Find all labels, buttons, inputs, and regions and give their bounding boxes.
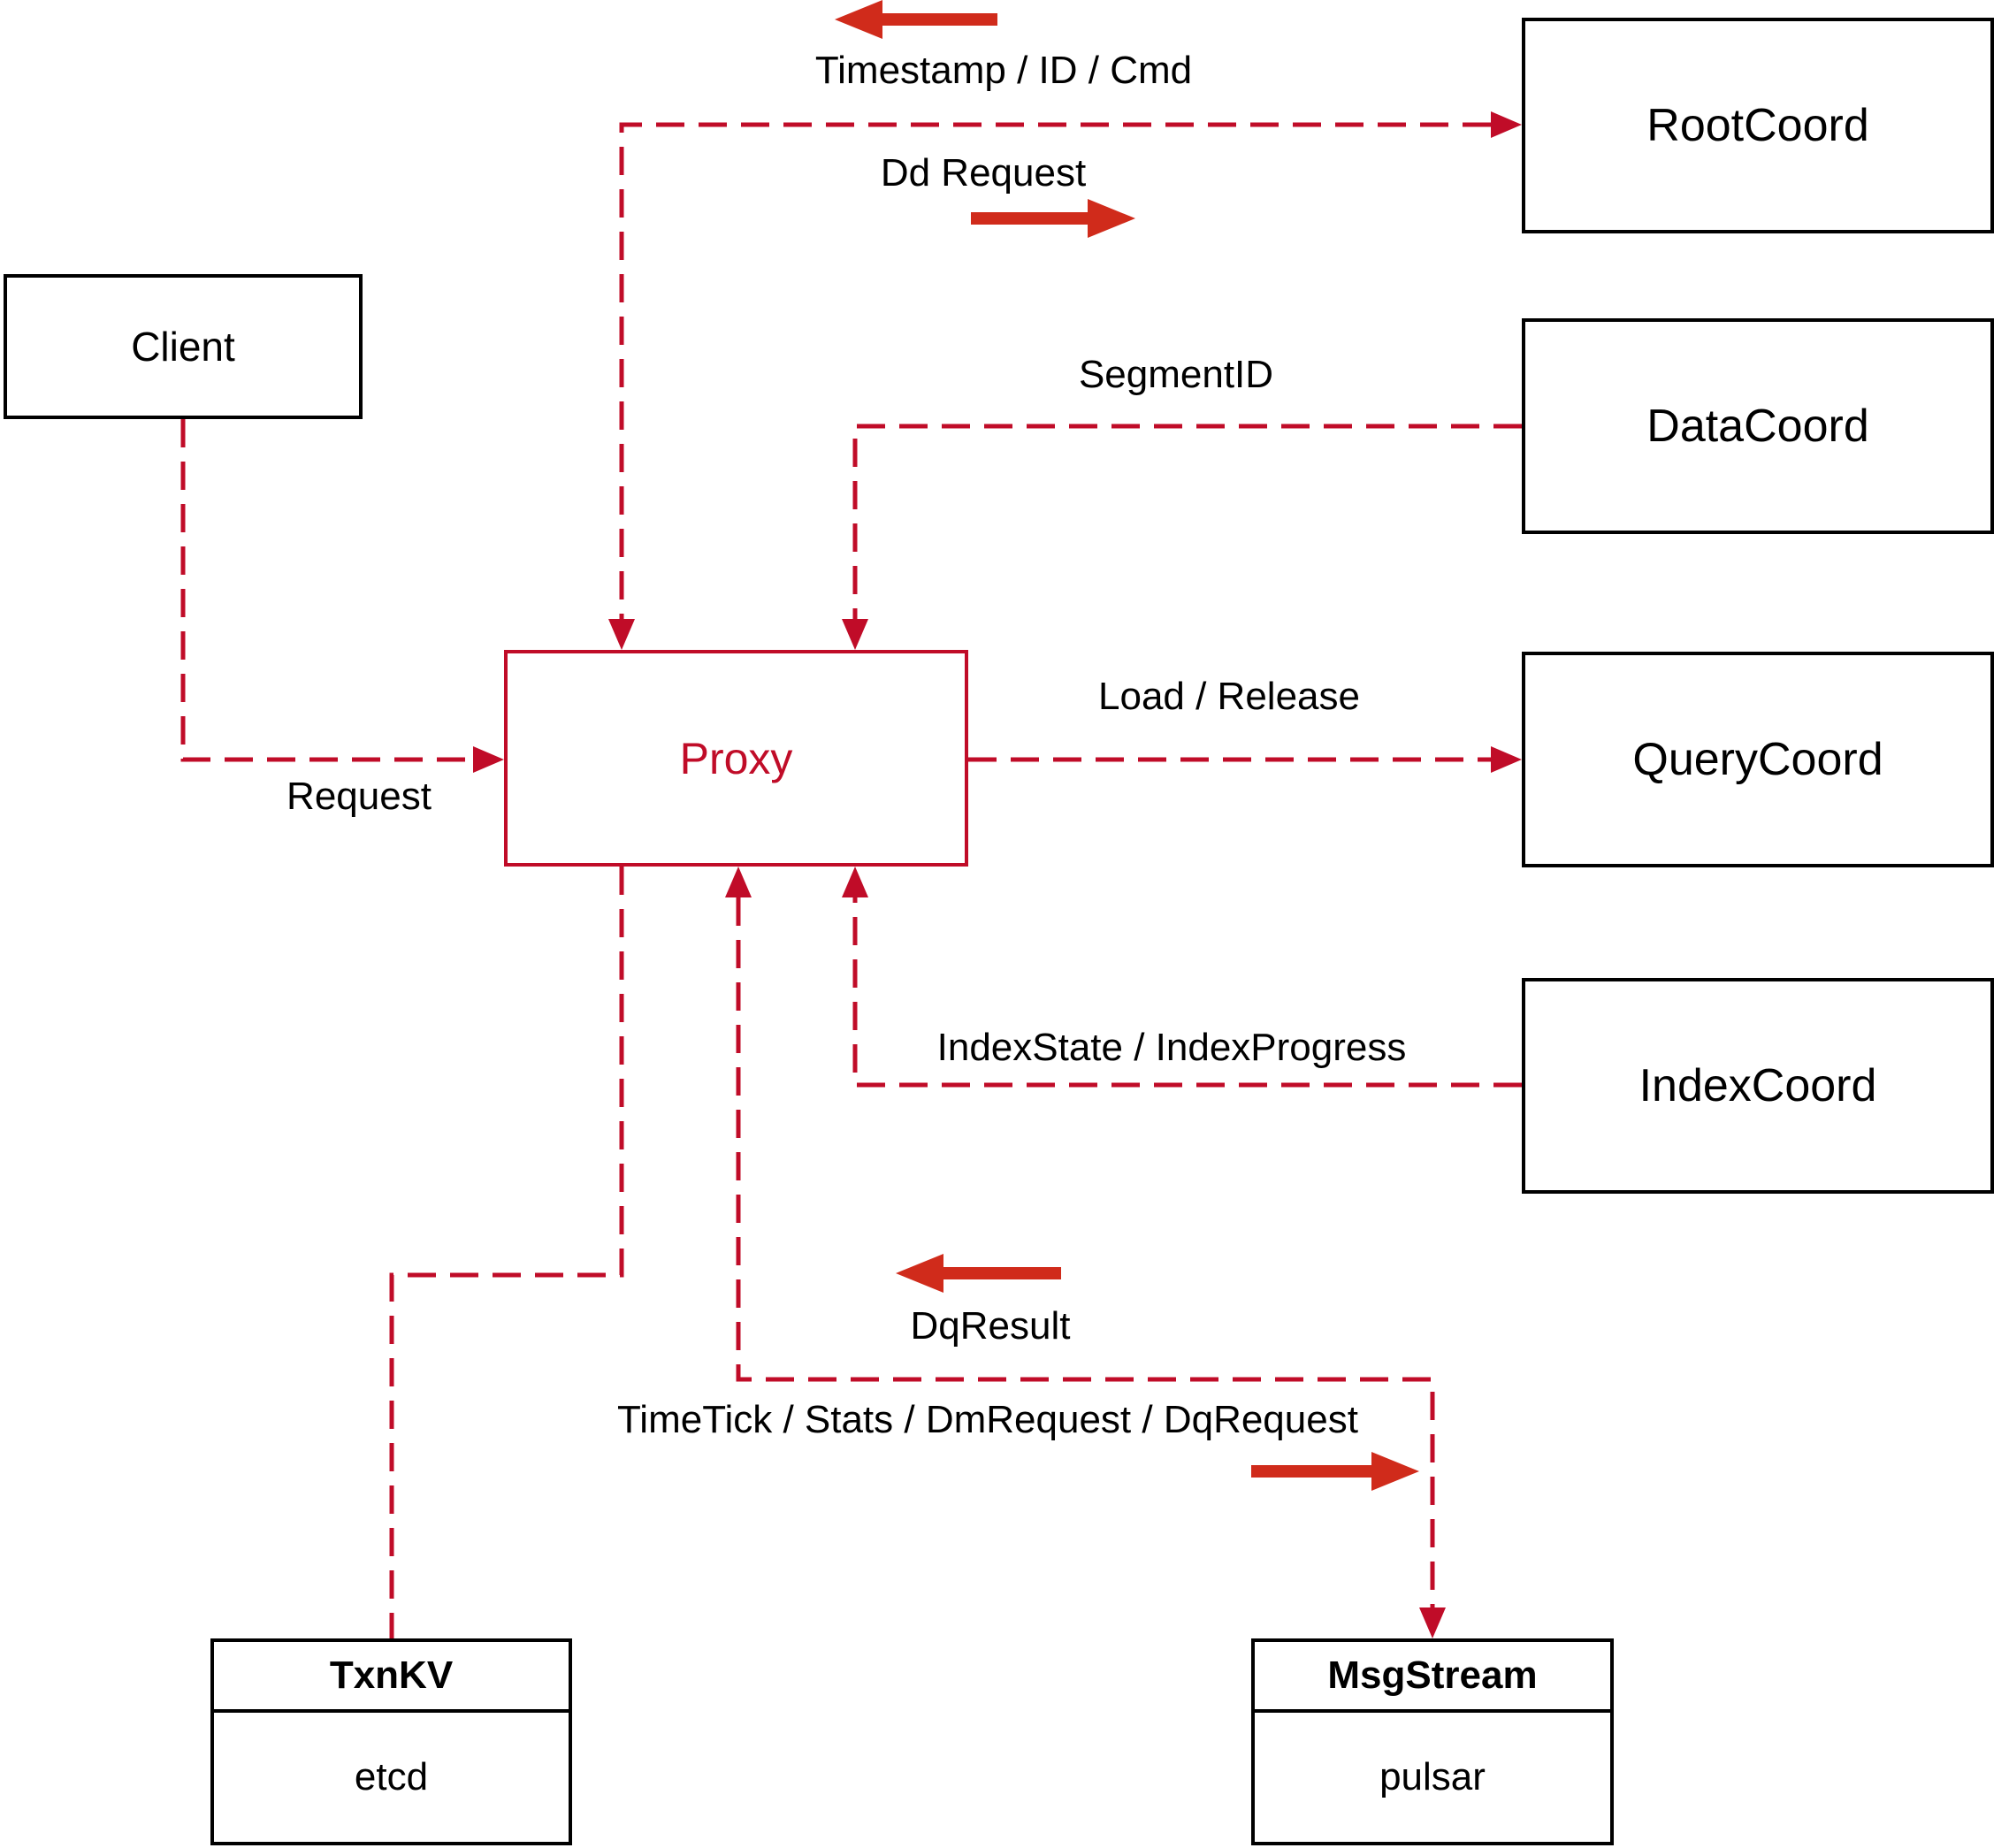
dqresult-direction-arrow-icon <box>896 1254 1061 1293</box>
arrowhead-into-proxy-top-right-icon <box>842 619 868 650</box>
indexcoord-node: IndexCoord <box>1522 978 1994 1194</box>
edge-label-load-release: Load / Release <box>1098 675 1360 718</box>
arrowhead-into-proxy-bottom-left-icon <box>725 867 752 897</box>
txnkv-implementation: etcd <box>354 1755 429 1798</box>
arrowhead-into-proxy-top-left-icon <box>608 619 635 650</box>
client-proxy-wire <box>180 419 473 762</box>
msgstream-title: MsgStream <box>1255 1642 1610 1713</box>
datacoord-node: DataCoord <box>1522 318 1994 534</box>
client-node: Client <box>4 274 363 419</box>
edge-label-request: Request <box>286 775 432 818</box>
arrowhead-into-msgstream-icon <box>1419 1607 1446 1638</box>
edge-label-timetick-stats-dmrequest-dqrequest: TimeTick / Stats / DmRequest / DqRequest <box>617 1398 1358 1441</box>
msgstream-implementation: pulsar <box>1379 1755 1486 1798</box>
indexcoord-proxy-wire <box>852 897 1522 1088</box>
arrowhead-into-proxy-bottom-right-icon <box>842 867 868 897</box>
dd-request-direction-arrow-icon <box>971 199 1135 238</box>
edge-label-dd-request: Dd Request <box>880 151 1087 195</box>
response-direction-arrow-icon <box>835 0 997 39</box>
proxy-node: Proxy <box>504 650 968 867</box>
msgstream-node: MsgStream pulsar <box>1251 1638 1614 1845</box>
arrowhead-into-proxy-left-icon <box>473 746 504 773</box>
datacoord-proxy-wire <box>852 424 1522 619</box>
querycoord-node: QueryCoord <box>1522 652 1994 867</box>
proxy-msgstream-wire <box>736 897 1435 1607</box>
rootcoord-node: RootCoord <box>1522 18 1994 233</box>
proxy-rootcoord-wire <box>619 122 1491 619</box>
edge-label-indexstate-indexprogress: IndexState / IndexProgress <box>936 1026 1407 1069</box>
txnkv-node: TxnKV etcd <box>210 1638 572 1845</box>
edge-label-dqresult: DqResult <box>910 1304 1071 1348</box>
arrowhead-into-querycoord-icon <box>1491 746 1522 773</box>
arrowhead-into-rootcoord-icon <box>1491 111 1522 138</box>
timetick-direction-arrow-icon <box>1251 1452 1419 1491</box>
txnkv-title: TxnKV <box>214 1642 569 1713</box>
proxy-txnkv-wire <box>389 867 624 1638</box>
edge-label-segmentid: SegmentID <box>1078 353 1274 396</box>
edge-label-timestamp-id-cmd: Timestamp / ID / Cmd <box>814 49 1193 92</box>
